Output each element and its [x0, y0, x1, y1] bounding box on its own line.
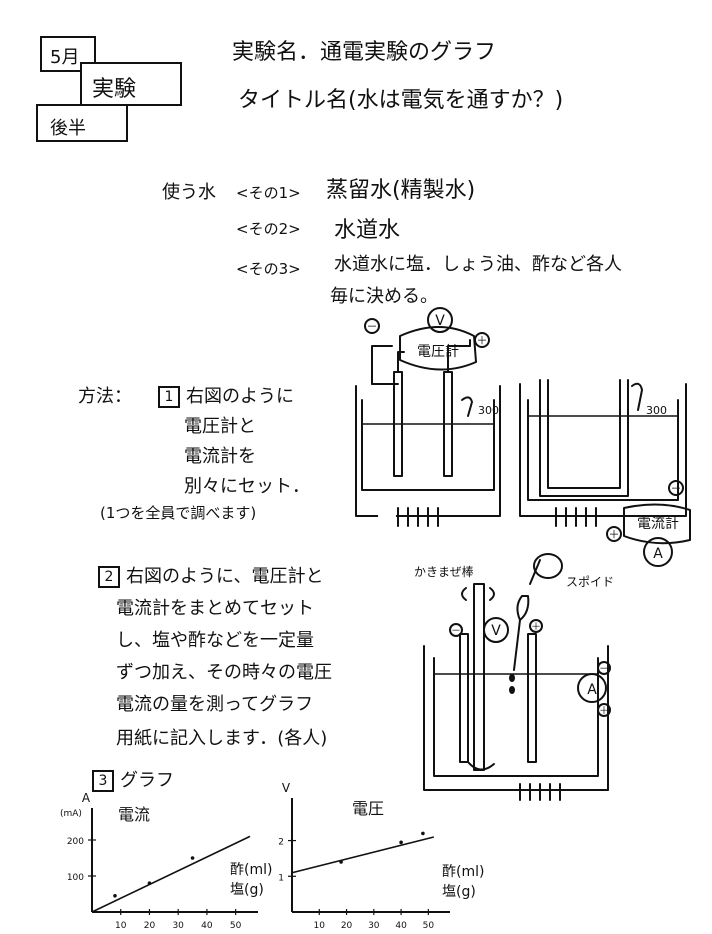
- chart-1-x-tick-label: 40: [201, 921, 213, 931]
- step-2-line-1: 右図のように、電圧計と: [126, 566, 324, 587]
- chart-1-trend-line: [91, 835, 251, 913]
- water-label: 使う水: [162, 182, 216, 203]
- step-1-line-2: 電圧計と: [184, 416, 256, 437]
- chart-1-y-tick-label: 200: [67, 837, 84, 847]
- chart-2-axis-letter: V: [282, 781, 291, 795]
- step-3-number: 3: [92, 770, 114, 792]
- chart-1-x-tick-label: 20: [144, 921, 156, 931]
- chart-1-unit: (mA): [60, 809, 82, 819]
- step-2-line-6: 用紙に記入します．(各人): [116, 728, 328, 749]
- chart-2-y-tick-label: 2: [278, 838, 284, 848]
- water-tail: 毎に決める。: [330, 286, 438, 307]
- chart-1-x-tick-label: 10: [115, 921, 127, 931]
- page-subtitle: タイトル名(水は電気を通すか？): [238, 88, 564, 113]
- chart-2-trend-line: [291, 836, 435, 874]
- diagram-2-plus: ＋: [609, 528, 620, 541]
- diagram-2-a-symbol: A: [653, 546, 663, 562]
- step-2-line-5: 電流の量を測ってグラフ: [116, 694, 314, 715]
- diagram-3-dropper: スポイド: [566, 575, 614, 589]
- chart-2-x-tick-label: 20: [341, 921, 353, 931]
- diagram-combined-setup: [423, 553, 611, 801]
- diagram-ammeter-setup: [519, 379, 691, 567]
- method-step-1: 1 右図のように: [158, 382, 294, 408]
- water-item-2-text: 水道水: [334, 218, 401, 243]
- chart-1-title: 電流: [118, 805, 150, 824]
- step-2-line-3: し、塩や酢などを一定量: [116, 630, 314, 651]
- chart-2-x-tick-label: 10: [314, 921, 326, 931]
- chart-1-x-label-1: 酢(ml): [230, 862, 272, 878]
- method-label: 方法：: [78, 386, 132, 407]
- experiment-label: 実験: [92, 77, 137, 102]
- chart-1-x-tick-label: 50: [230, 921, 242, 931]
- experiment-box: 実験: [80, 62, 182, 106]
- diagram-2-minus: －: [671, 482, 682, 495]
- water-item-1-tag: <その1>: [236, 184, 301, 202]
- chart-1-x-tick-label: 30: [172, 921, 184, 931]
- chart-2-x-tick-label: 30: [368, 921, 380, 931]
- chart-1-point: [190, 856, 195, 860]
- chart-2-y-tick-label: 1: [278, 873, 284, 883]
- chart-1-y-tick-label: 100: [67, 873, 84, 883]
- chart-1-x-label-2: 塩(g): [230, 882, 264, 898]
- step-1-line-5: (1つを全員で調べます): [100, 504, 257, 522]
- step-1-line-4: 別々にセット．: [184, 476, 310, 497]
- chart-2-x-label-2: 塩(g): [442, 884, 476, 900]
- diagram-2-level: 300: [646, 404, 667, 417]
- diagram-3-v-symbol: V: [491, 623, 501, 639]
- chart-2-point: [399, 840, 403, 845]
- step-2-number: 2: [98, 566, 120, 588]
- water-item-3-text: 水道水に塩．しょう油、酢など各人: [334, 254, 622, 275]
- diagram-1-level: 300: [478, 404, 499, 417]
- chart-1-point: [147, 881, 152, 885]
- diagram-voltmeter-setup: [355, 307, 501, 527]
- chart-1-point: [113, 894, 117, 898]
- diagram-1-minus: －: [367, 320, 378, 333]
- step-1-line-3: 電流計を: [184, 446, 256, 467]
- diagram-2-ammeter-label: 電流計: [637, 516, 679, 532]
- method-step-2: 2 右図のように、電圧計と: [98, 562, 323, 588]
- page-title: 実験名．通電実験のグラフ: [232, 40, 497, 65]
- step-2-line-4: ずつ加え、その時々の電圧: [116, 662, 332, 683]
- half-label: 後半: [50, 118, 86, 139]
- diagram-1-v-symbol: V: [435, 313, 445, 329]
- half-box: 後半: [36, 104, 128, 142]
- diagram-3-minus-a: －: [599, 664, 609, 675]
- chart-2-title: 電圧: [352, 799, 384, 818]
- diagram-1-voltmeter-label: 電圧計: [417, 344, 459, 360]
- diagram-1-plus: ＋: [477, 334, 488, 347]
- diagram-3-plus-right: ＋: [531, 622, 541, 633]
- chart-2-x-tick-label: 40: [395, 921, 407, 931]
- chart-1-axis-letter: A: [82, 791, 91, 805]
- step-2-line-2: 電流計をまとめてセット: [116, 598, 314, 619]
- step-3-label: グラフ: [120, 770, 174, 791]
- chart-2-x-tick-label: 50: [423, 921, 435, 931]
- diagram-3-minus-left: －: [451, 626, 461, 637]
- chart-2-x-label-1: 酢(ml): [442, 864, 484, 880]
- diagram-3-stir-rod: かきまぜ棒: [414, 565, 474, 579]
- diagram-3-plus-a: ＋: [599, 706, 609, 717]
- water-item-1-text: 蒸留水(精製水): [326, 178, 476, 203]
- step-1-line-1: 右図のように: [186, 386, 294, 407]
- month-box: 5月: [40, 36, 96, 72]
- month-label: 5月: [50, 47, 80, 68]
- water-item-2-tag: <その2>: [236, 220, 301, 238]
- water-item-3-tag: <その3>: [236, 260, 301, 278]
- step-1-number: 1: [158, 386, 180, 408]
- chart-2-point: [339, 860, 343, 864]
- chart-2-point: [421, 831, 425, 836]
- method-step-3: 3 グラフ: [92, 766, 174, 792]
- diagram-3-a-symbol: A: [587, 682, 597, 698]
